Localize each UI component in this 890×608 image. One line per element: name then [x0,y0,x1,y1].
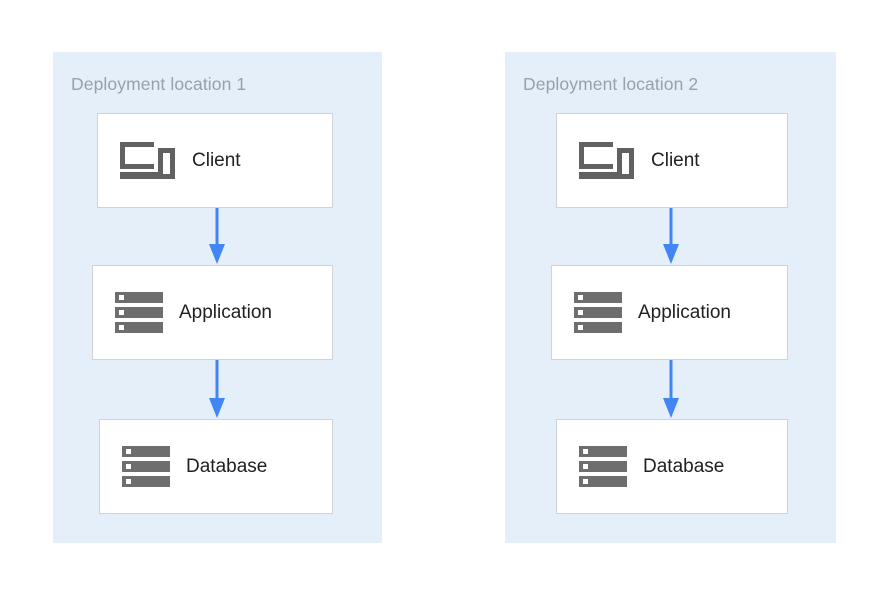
server-stack-icon [579,444,627,490]
node-label: Application [638,301,731,323]
panel-title: Deployment location 1 [71,74,247,94]
arrow-client-to-application-2 [661,208,681,265]
server-stack-icon [122,444,170,490]
node-database-2[interactable]: Database [556,419,788,514]
node-client-1[interactable]: Client [97,113,333,208]
arrow-application-to-database-2 [661,360,681,419]
client-devices-icon [120,138,176,184]
node-label: Database [643,455,725,477]
node-label: Database [186,455,268,477]
node-client-2[interactable]: Client [556,113,788,208]
node-label: Client [651,149,700,171]
panel-title: Deployment location 2 [523,74,699,94]
arrow-client-to-application-1 [207,208,227,265]
node-application-2[interactable]: Application [551,265,788,360]
arrow-application-to-database-1 [207,360,227,419]
node-database-1[interactable]: Database [99,419,333,514]
server-stack-icon [574,290,622,336]
server-stack-icon [115,290,163,336]
node-label: Application [179,301,272,323]
node-application-1[interactable]: Application [92,265,333,360]
node-label: Client [192,149,241,171]
client-devices-icon [579,138,635,184]
